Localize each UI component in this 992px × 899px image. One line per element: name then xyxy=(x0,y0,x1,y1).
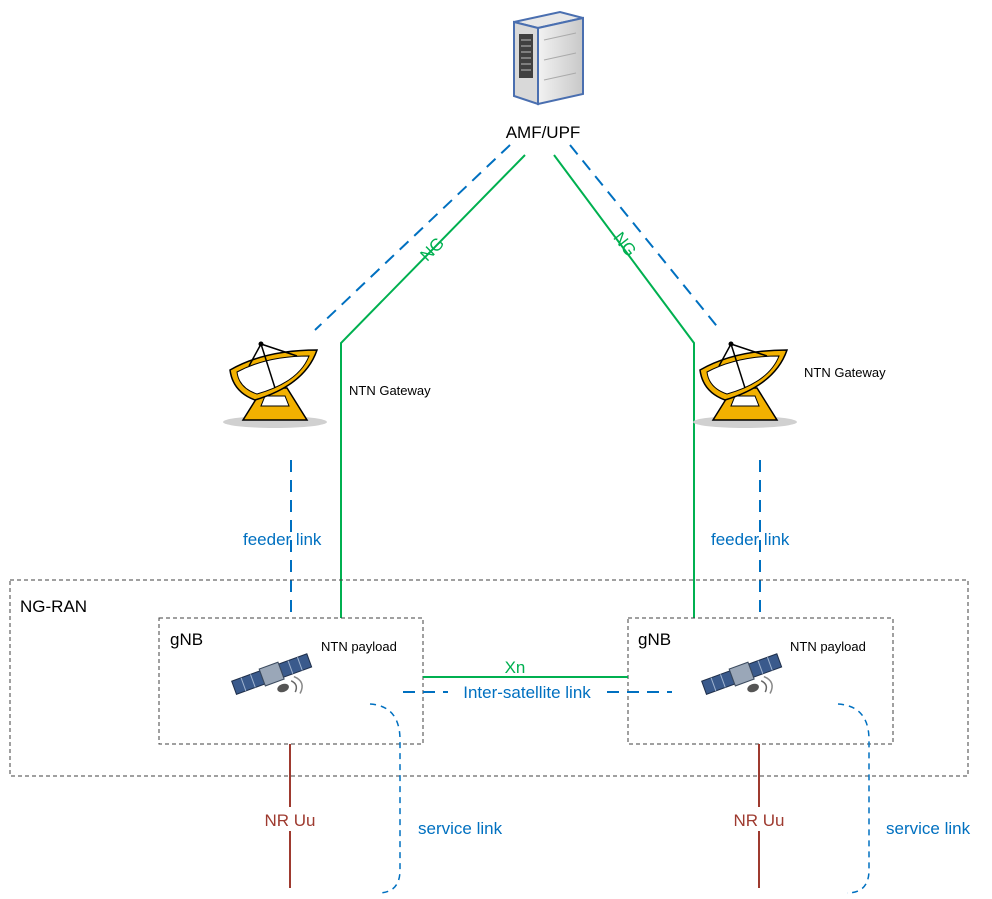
gnb-label-left: gNB xyxy=(170,630,203,649)
core-to-gateway-right-dashed xyxy=(569,144,721,331)
xn-label: Xn xyxy=(505,658,526,677)
uu-label-left: NR Uu xyxy=(264,811,315,830)
server-icon xyxy=(513,10,584,106)
core-label: AMF/UPF xyxy=(506,123,581,142)
feeder-label-left: feeder link xyxy=(243,530,322,549)
ng-label-right: NG xyxy=(609,228,640,260)
satellite-dish-icon xyxy=(693,341,797,428)
gnb-box-right xyxy=(627,617,894,745)
ngran-box xyxy=(9,579,969,777)
satellite-icon xyxy=(701,653,783,695)
gateway-label-left: NTN Gateway xyxy=(349,383,431,398)
uu-label-bg-right xyxy=(713,807,805,831)
core-to-gateway-left-dashed xyxy=(314,144,511,331)
payload-label-right: NTN payload xyxy=(790,639,866,654)
satellite-icon xyxy=(231,653,313,695)
satellite-dish-icon xyxy=(223,341,327,428)
ngran-label: NG-RAN xyxy=(20,597,87,616)
service-link-left xyxy=(369,703,401,894)
payload-label-left: NTN payload xyxy=(321,639,397,654)
service-label-right: service link xyxy=(886,819,971,838)
uu-label-right: NR Uu xyxy=(733,811,784,830)
gnb-label-right: gNB xyxy=(638,630,671,649)
uu-label-bg-left xyxy=(244,807,336,831)
service-label-left: service link xyxy=(418,819,503,838)
service-link-right xyxy=(837,703,870,894)
feeder-label-right: feeder link xyxy=(711,530,790,549)
isl-label: Inter-satellite link xyxy=(463,683,591,702)
ng-link-left xyxy=(340,154,526,618)
gateway-label-right: NTN Gateway xyxy=(804,365,886,380)
ng-link-right xyxy=(553,154,695,618)
